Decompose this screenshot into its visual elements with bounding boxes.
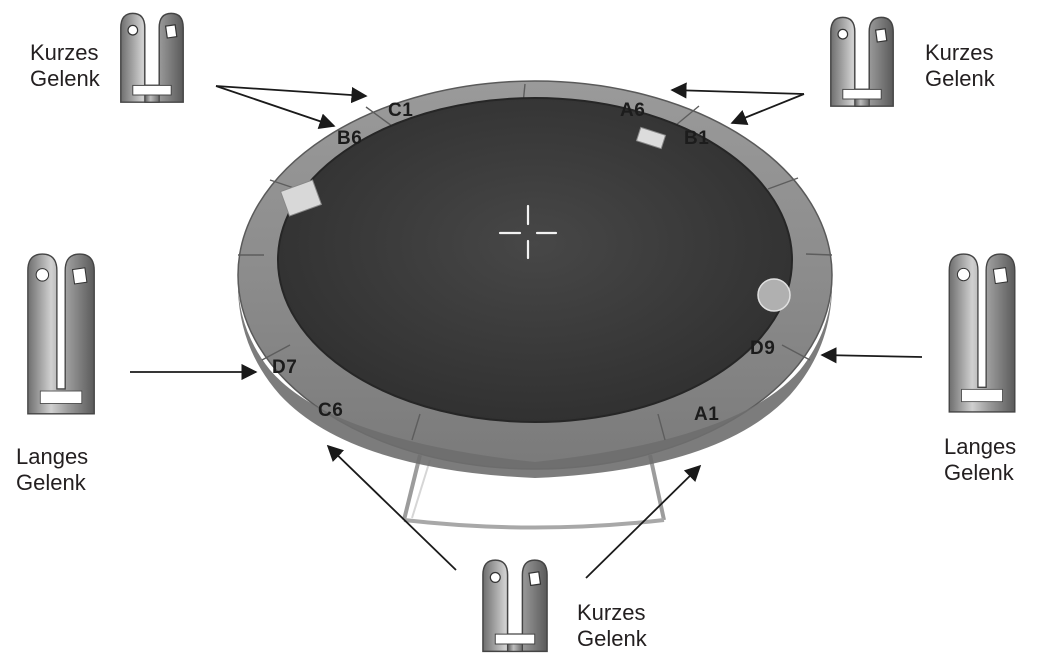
caption-right-line1: Langes	[944, 434, 1016, 460]
arrow-to-a6	[672, 90, 804, 94]
caption-right: Langes Gelenk	[944, 434, 1016, 486]
caption-bottom-line1: Kurzes	[577, 600, 647, 626]
caption-top-right-line2: Gelenk	[925, 66, 995, 92]
position-label-a6: A6	[620, 100, 645, 122]
position-label-c1: C1	[388, 100, 413, 122]
arrow-to-a1	[586, 466, 700, 578]
caption-top-left-line2: Gelenk	[30, 66, 100, 92]
short-hinge-icon-top-left	[121, 13, 183, 102]
position-label-b6: B6	[337, 128, 362, 150]
long-hinge-icon-right	[949, 254, 1015, 412]
caption-top-left: Kurzes Gelenk	[30, 40, 100, 92]
caption-top-right-line1: Kurzes	[925, 40, 995, 66]
caption-left: Langes Gelenk	[16, 444, 88, 496]
caption-left-line1: Langes	[16, 444, 88, 470]
caption-top-right: Kurzes Gelenk	[925, 40, 995, 92]
long-hinge-icon-left	[28, 254, 94, 414]
position-label-d7: D7	[272, 357, 297, 379]
caption-left-line2: Gelenk	[16, 470, 88, 496]
arrow-to-d9	[822, 355, 922, 357]
position-label-b1: B1	[684, 128, 709, 150]
short-hinge-icon-top-right	[831, 17, 893, 106]
caption-top-left-line1: Kurzes	[30, 40, 100, 66]
position-label-d9: D9	[750, 338, 775, 360]
position-label-a1: A1	[694, 404, 719, 426]
caption-bottom-line2: Gelenk	[577, 626, 647, 652]
caption-right-line2: Gelenk	[944, 460, 1016, 486]
position-label-c6: C6	[318, 400, 343, 422]
short-hinge-icon-bottom	[483, 560, 547, 651]
arrow-to-b1	[732, 94, 804, 123]
caption-bottom: Kurzes Gelenk	[577, 600, 647, 652]
